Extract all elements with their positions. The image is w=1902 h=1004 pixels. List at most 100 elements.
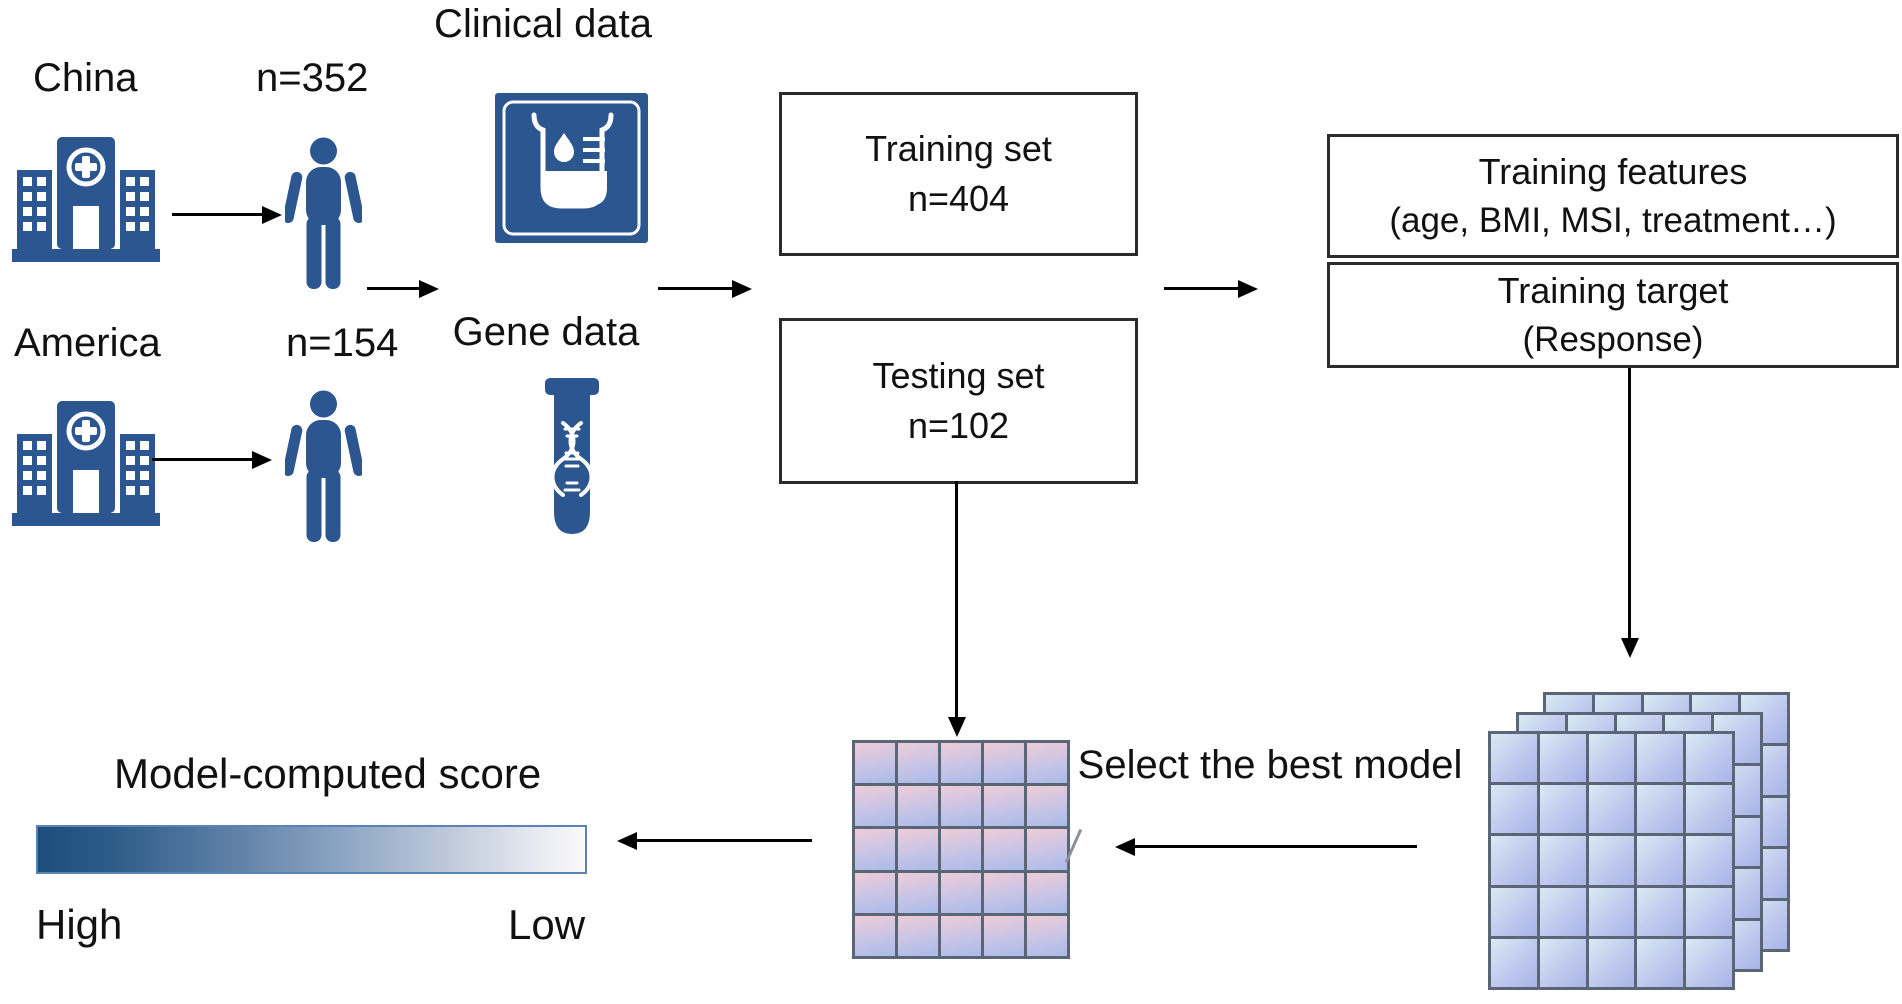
training-target-title: Training target (1497, 270, 1729, 312)
training-set-title: Training set (865, 128, 1052, 170)
matrix-cell (855, 743, 895, 784)
matrix-cell (1539, 734, 1586, 783)
matrix-cell (1686, 734, 1732, 783)
matrix-cell (1539, 785, 1586, 834)
cohort-china-label: China (33, 56, 138, 100)
clinical-data-label: Clinical data (434, 2, 652, 46)
training-target-box: Training target (Response) (1327, 262, 1899, 368)
matrix-cell (855, 915, 895, 956)
matrix-cell (1539, 887, 1586, 936)
matrix-cell (941, 743, 981, 784)
testing-set-count: n=102 (907, 405, 1010, 446)
cohort-america-count: n=154 (286, 321, 399, 365)
dna-helix (550, 421, 594, 497)
arrow-patients-to-data (367, 279, 439, 298)
testing-set-box: Testing set n=102 (779, 318, 1138, 484)
patient-icon (285, 137, 362, 289)
matrix-cell (1539, 938, 1586, 987)
matrix-cell (984, 743, 1024, 784)
score-legend-title: Model-computed score (114, 750, 542, 797)
beaker-icon (495, 93, 648, 243)
medical-cross-icon (66, 147, 106, 187)
hospital-door (73, 206, 99, 249)
matrix-cell (1027, 829, 1067, 870)
hospital-windows (23, 177, 149, 231)
matrix-cell (1027, 872, 1067, 913)
matrix-cell (1539, 836, 1586, 885)
model-matrix-front (1488, 731, 1735, 990)
matrix-cell (1588, 938, 1635, 987)
hospital-icon (12, 137, 160, 262)
matrix-cell (898, 872, 938, 913)
gene-data-label: Gene data (452, 310, 640, 354)
hospital-icon (12, 401, 160, 526)
training-features-box: Training features (age, BMI, MSI, treatm… (1327, 134, 1899, 258)
matrix-cell (1491, 836, 1537, 885)
training-target-detail: (Response) (1522, 319, 1704, 359)
matrix-cell (1637, 785, 1684, 834)
matrix-cell (984, 829, 1024, 870)
matrix-cell (898, 915, 938, 956)
matrix-cell (984, 872, 1024, 913)
matrix-cell (1588, 734, 1635, 783)
matrix-cell (855, 829, 895, 870)
dna-test-tube-icon (545, 378, 599, 534)
hospital-door (73, 470, 99, 513)
matrix-cell (1491, 887, 1537, 936)
arrow-data-to-split (658, 279, 752, 298)
training-features-title: Training features (1478, 151, 1748, 193)
arrow-target-to-models (1620, 368, 1639, 658)
arrow-split-to-training-io (1164, 279, 1258, 298)
select-best-model-label: Select the best model (1077, 743, 1463, 787)
matrix-cell (1686, 887, 1732, 936)
matrix-cell (1686, 836, 1732, 885)
matrix-cell (855, 872, 895, 913)
matrix-cell (1637, 887, 1684, 936)
matrix-cell (941, 829, 981, 870)
hospital-windows (23, 441, 149, 495)
matrix-cell (984, 915, 1024, 956)
arrow-best-model-to-score (617, 831, 812, 850)
training-features-detail: (age, BMI, MSI, treatment…) (1389, 200, 1837, 240)
matrix-cell (1588, 836, 1635, 885)
matrix-cell (1491, 938, 1537, 987)
matrix-cell (855, 786, 895, 827)
beaker-liquid (543, 171, 607, 206)
cohort-china-count: n=352 (256, 56, 369, 100)
training-set-box: Training set n=404 (779, 92, 1138, 256)
testing-set-title: Testing set (872, 355, 1045, 397)
cohort-america-label: America (14, 321, 161, 365)
arrow-models-to-best-model (1115, 837, 1417, 856)
score-gradient-bar (36, 825, 587, 874)
droplet-icon (554, 133, 574, 162)
medical-cross-icon (66, 411, 106, 451)
matrix-cell (941, 872, 981, 913)
matrix-cell (898, 786, 938, 827)
training-set-count: n=404 (907, 178, 1010, 219)
matrix-cell (1491, 785, 1537, 834)
arrow-testing-to-best-model (947, 481, 966, 737)
matrix-cell (1637, 836, 1684, 885)
patient-icon (285, 390, 362, 542)
matrix-cell (1027, 743, 1067, 784)
beaker-graduation-lines (583, 137, 605, 163)
matrix-cell (1637, 938, 1684, 987)
matrix-cell (1027, 786, 1067, 827)
matrix-cell (1491, 734, 1537, 783)
matrix-cell (1588, 785, 1635, 834)
matrix-cell (898, 829, 938, 870)
matrix-cell (984, 786, 1024, 827)
matrix-cell (941, 915, 981, 956)
best-model-matrix (852, 740, 1070, 959)
score-low-label: Low (508, 901, 586, 948)
matrix-cell (1686, 785, 1732, 834)
matrix-cell (1637, 734, 1684, 783)
score-high-label: High (36, 901, 123, 948)
matrix-cell (1588, 887, 1635, 936)
matrix-cell (1027, 915, 1067, 956)
matrix-cell (898, 743, 938, 784)
matrix-cell (1686, 938, 1732, 987)
arrow-china-hospital-to-patient (172, 205, 282, 224)
arrow-america-hospital-to-patient (152, 450, 272, 469)
